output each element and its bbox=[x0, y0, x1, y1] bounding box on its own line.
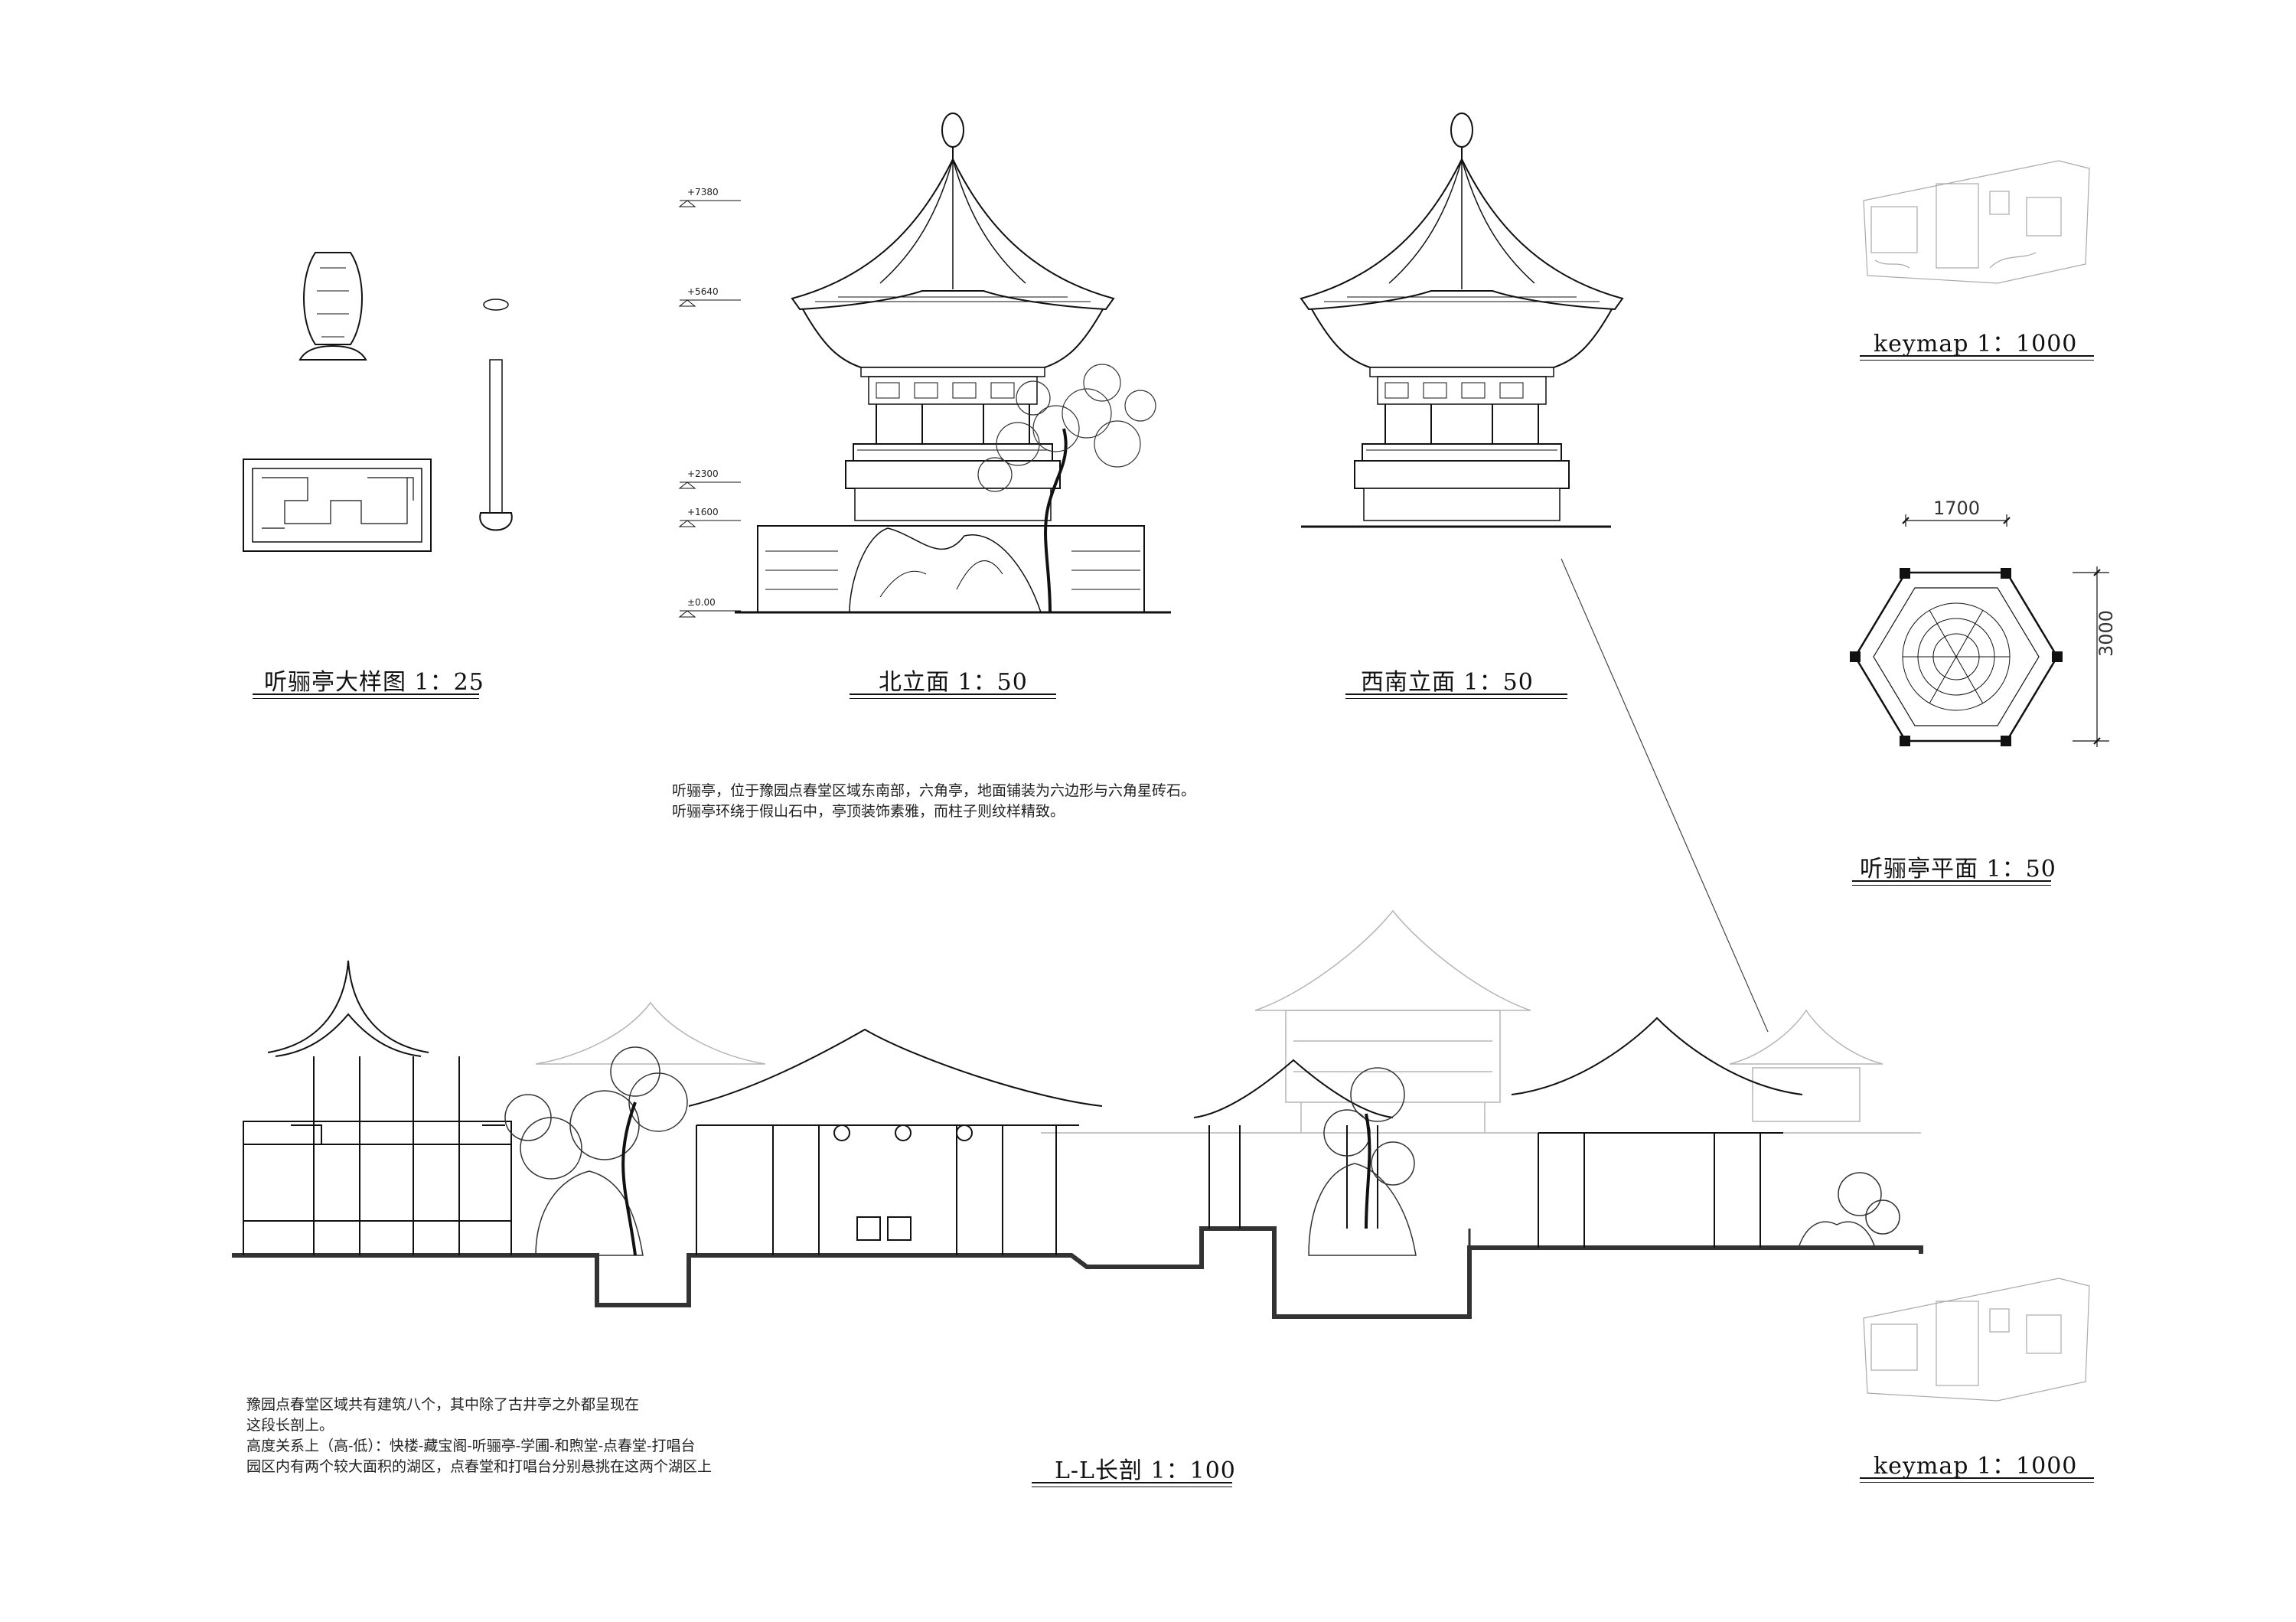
level-5640: +5640 bbox=[687, 286, 719, 297]
caption-underline bbox=[1345, 698, 1567, 699]
caption-keymap-bottom: keymap 1：1000 bbox=[1874, 1453, 2078, 1480]
level-000: ±0.00 bbox=[687, 597, 716, 608]
caption-underline bbox=[850, 694, 1056, 695]
level-2300: +2300 bbox=[687, 468, 719, 479]
caption-underline bbox=[1860, 1477, 2094, 1479]
dimension-width: 1700 bbox=[1933, 498, 1981, 519]
caption-southwest: 西南立面 1：50 bbox=[1361, 669, 1534, 696]
caption-keymap-top: keymap 1：1000 bbox=[1874, 331, 2078, 357]
north-elevation bbox=[735, 113, 1171, 614]
section-note-line: 高度关系上（高-低）：快楼-藏宝阁-听骊亭-学圃-和煦堂-点春堂-打唱台 bbox=[246, 1438, 696, 1454]
section-note: 豫园点春堂区域共有建筑八个，其中除了古井亭之外都呈现在 这段长剖上。 高度关系上… bbox=[246, 1395, 712, 1477]
caption-section: L-L长剖 1：100 bbox=[1055, 1457, 1236, 1484]
caption-underline bbox=[1860, 360, 2094, 361]
caption-underline bbox=[1032, 1482, 1232, 1483]
caption-underline bbox=[1345, 694, 1567, 695]
section-note-line: 园区内有两个较大面积的湖区，点春堂和打唱台分别悬挑在这两个湖区上 bbox=[246, 1458, 713, 1475]
caption-plan: 听骊亭平面 1：50 bbox=[1860, 856, 2056, 883]
caption-underline bbox=[1860, 1482, 2094, 1483]
caption-underline bbox=[1852, 885, 2051, 886]
caption-underline bbox=[850, 698, 1056, 699]
caption-underline bbox=[1860, 355, 2094, 357]
plan-drawing bbox=[1850, 514, 2109, 747]
long-section bbox=[232, 909, 1923, 1319]
detail-drawing bbox=[243, 252, 513, 552]
level-7380: +7380 bbox=[687, 187, 719, 197]
southwest-elevation bbox=[1300, 113, 1623, 528]
dimension-height: 3000 bbox=[2095, 609, 2117, 657]
section-note-line: 豫园点春堂区域共有建筑八个，其中除了古井亭之外都呈现在 bbox=[246, 1396, 640, 1413]
caption-underline bbox=[253, 698, 479, 699]
pavilion-note: 听骊亭，位于豫园点春堂区域东南部，六角亭，地面铺装为六边形与六角星砖石。 听骊亭… bbox=[672, 781, 1195, 822]
caption-north: 北立面 1：50 bbox=[879, 669, 1028, 696]
leader-line bbox=[1561, 558, 1769, 1033]
pavilion-note-line: 听骊亭，位于豫园点春堂区域东南部，六角亭，地面铺装为六边形与六角星砖石。 bbox=[672, 782, 1196, 799]
level-markers bbox=[678, 200, 741, 618]
section-note-line: 这段长剖上。 bbox=[246, 1417, 334, 1434]
pavilion-note-line: 听骊亭环绕于假山石中，亭顶装饰素雅，而柱子则纹样精致。 bbox=[672, 803, 1065, 820]
keymap-top bbox=[1863, 160, 2090, 284]
caption-underline bbox=[1852, 880, 2051, 882]
caption-detail: 听骊亭大样图 1：25 bbox=[264, 669, 484, 696]
caption-underline bbox=[253, 694, 479, 695]
keymap-bottom bbox=[1863, 1278, 2090, 1402]
level-1600: +1600 bbox=[687, 507, 719, 517]
